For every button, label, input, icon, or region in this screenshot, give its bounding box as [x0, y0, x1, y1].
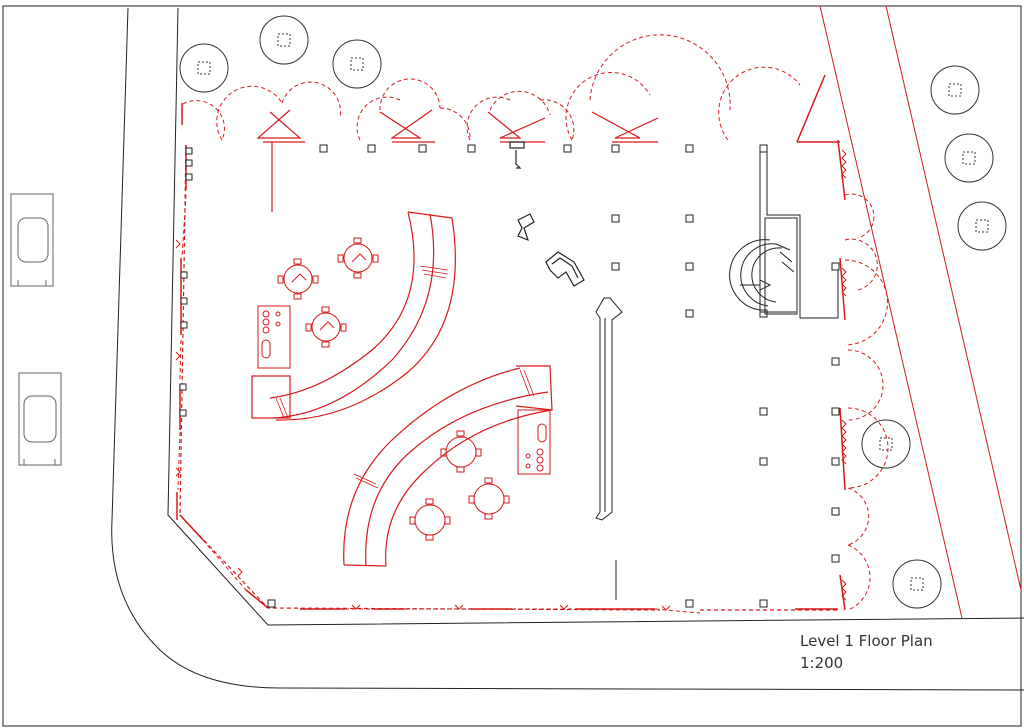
- street-curbs: [111, 7, 1024, 691]
- door-swings: [177, 34, 889, 614]
- columns: [179, 144, 840, 608]
- kiosk: [509, 141, 525, 169]
- table-set: [337, 237, 379, 279]
- service-counter: [257, 305, 291, 369]
- road-lines: [819, 5, 1022, 619]
- table-set: [409, 498, 451, 541]
- parked-car: [10, 193, 54, 287]
- drawing-frame: [2, 5, 1022, 727]
- facade-markers: [175, 239, 671, 611]
- tree: [179, 15, 1007, 609]
- curved-bench-lower: [343, 365, 553, 567]
- facade-fins: [841, 149, 847, 601]
- curved-bench-upper: [251, 211, 456, 421]
- display-wall: [595, 297, 623, 600]
- parked-car: [18, 372, 62, 466]
- title-block: Level 1 Floor Plan 1:200: [800, 630, 933, 674]
- service-counter: [517, 409, 551, 475]
- table-set: [305, 306, 347, 348]
- facade-solid: [176, 74, 846, 611]
- table-set: [440, 430, 482, 473]
- drawing-title: Level 1 Floor Plan: [800, 632, 933, 650]
- table-set: [468, 477, 510, 520]
- stair-core: [729, 150, 839, 319]
- facade-dashed: [179, 144, 838, 611]
- sculpture: [517, 213, 585, 287]
- pivot-doors: [256, 109, 659, 212]
- table-set: [277, 258, 319, 300]
- drawing-scale: 1:200: [800, 654, 844, 672]
